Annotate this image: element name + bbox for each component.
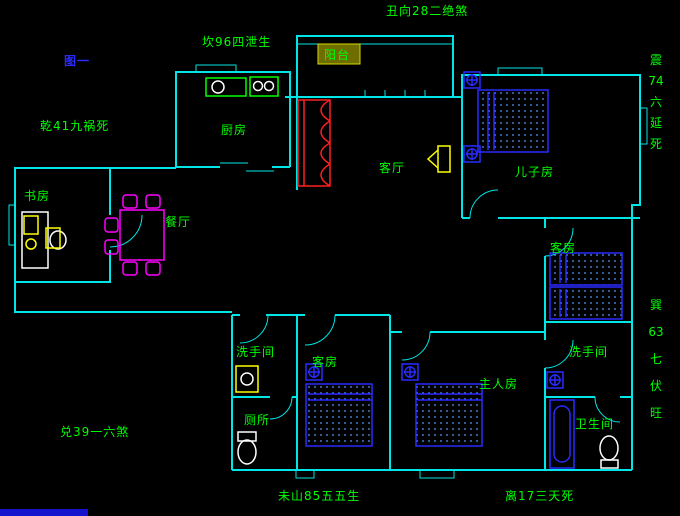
kitchen-counter bbox=[205, 76, 279, 97]
room-label-balcony: 阳台 bbox=[324, 48, 351, 62]
compass-label-right-lower: 巽63七伏旺 bbox=[648, 298, 664, 420]
toilet-bathroom bbox=[599, 435, 619, 469]
sofa bbox=[297, 99, 331, 187]
compass-label-bottom-center: 未山85五五生 bbox=[278, 489, 361, 503]
ac-symbol bbox=[463, 145, 481, 163]
bed-guest-right-2 bbox=[549, 286, 623, 320]
room-label-kitchen: 厨房 bbox=[221, 123, 248, 137]
room-label-guest-room-bottom: 客房 bbox=[312, 355, 339, 369]
bathtub bbox=[549, 399, 575, 469]
compass-label-bottom-right: 离17三天死 bbox=[505, 489, 575, 503]
ac-symbol bbox=[463, 71, 481, 89]
room-label-study: 书房 bbox=[24, 189, 51, 203]
desk-monitor bbox=[23, 215, 39, 235]
room-label-guest-room-right: 客房 bbox=[550, 241, 577, 255]
ac-symbol bbox=[546, 371, 564, 389]
dining-set bbox=[104, 194, 165, 276]
bed-son-room bbox=[477, 89, 549, 153]
ac-symbols bbox=[305, 71, 564, 389]
door-arcs bbox=[109, 189, 621, 423]
kitchen-sink bbox=[205, 77, 247, 97]
kitchen-stove bbox=[249, 76, 279, 97]
ac-symbol bbox=[305, 363, 323, 381]
dining-table bbox=[119, 209, 165, 261]
desk-chair bbox=[49, 230, 67, 250]
room-label-washroom-left: 洗手间 bbox=[236, 345, 276, 359]
room-label-master-room: 主人房 bbox=[479, 377, 519, 391]
room-label-living-room: 客厅 bbox=[379, 161, 406, 175]
washbasin bbox=[235, 365, 259, 393]
compass-label-left: 乾41九祸死 bbox=[40, 119, 110, 133]
horizontal-scrollbar-thumb[interactable] bbox=[0, 509, 88, 516]
figure-label: 图一 bbox=[64, 54, 91, 68]
study-desk bbox=[21, 211, 67, 269]
room-label-toilet: 厕所 bbox=[244, 413, 271, 427]
compass-label-top: 丑向28二绝煞 bbox=[386, 4, 469, 18]
ac-symbol bbox=[401, 363, 419, 381]
toilet bbox=[237, 431, 257, 465]
room-label-son-room: 儿子房 bbox=[515, 165, 555, 179]
bed-guest-right-1 bbox=[549, 252, 623, 286]
walls bbox=[8, 35, 648, 479]
balcony-label-box bbox=[317, 43, 361, 65]
room-label-dining-room: 餐厅 bbox=[165, 215, 192, 229]
tv bbox=[426, 145, 451, 173]
room-label-bathroom: 卫生间 bbox=[575, 417, 615, 431]
compass-label-top-left: 坎96四泄生 bbox=[202, 35, 272, 49]
compass-label-right-upper: 震74六延死 bbox=[648, 53, 664, 151]
beds bbox=[305, 89, 623, 447]
room-label-washroom-right: 洗手间 bbox=[569, 345, 609, 359]
compass-label-bottom-left: 兑39一六煞 bbox=[60, 425, 130, 439]
fixtures bbox=[235, 365, 619, 469]
